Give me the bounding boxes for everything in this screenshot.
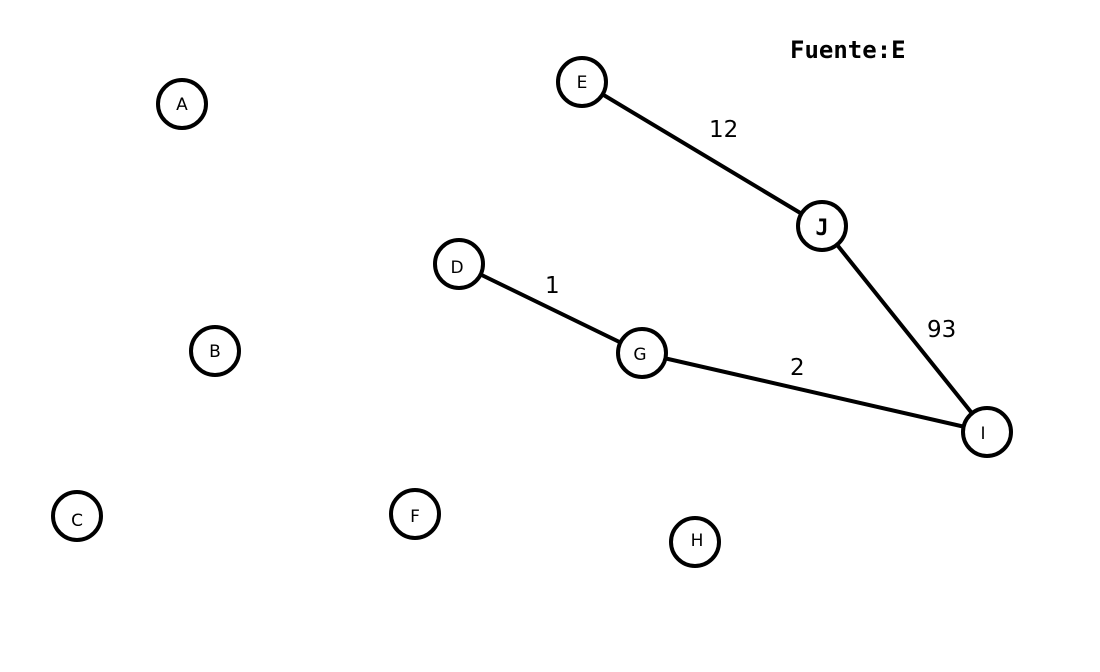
node-label-B: B [209, 342, 221, 362]
edge-E-J: 12 [580, 80, 824, 228]
node-A: A [156, 78, 208, 130]
node-label-C: C [71, 511, 83, 531]
node-label-G: G [633, 345, 646, 365]
node-label-E: E [577, 73, 588, 93]
node-J: J [796, 200, 848, 252]
edge-D-G: 1 [457, 262, 644, 355]
node-E: E [556, 56, 608, 108]
node-F: F [389, 488, 441, 540]
edges: 12 93 1 2 [457, 80, 989, 434]
node-B: B [189, 325, 241, 377]
node-C: C [51, 490, 103, 542]
node-D: D [433, 238, 485, 290]
node-label-H: H [691, 531, 704, 551]
edge-weight-D-G: 1 [545, 273, 560, 299]
node-label-D: D [450, 258, 463, 278]
nodes: A B C D E F G H [51, 56, 1013, 568]
node-label-F: F [410, 507, 420, 527]
node-label-A: A [176, 95, 188, 115]
source-label: Fuente:E [790, 36, 906, 64]
node-I: I [961, 406, 1013, 458]
edge-weight-G-I: 2 [790, 355, 805, 381]
edge-G-I: 2 [640, 351, 989, 434]
node-label-J: J [815, 216, 828, 241]
edge-J-I: 93 [820, 224, 989, 434]
node-label-I: I [980, 424, 985, 444]
edge-weight-J-I: 93 [927, 317, 956, 343]
edge-weight-E-J: 12 [709, 117, 738, 143]
node-H: H [669, 516, 721, 568]
node-G: G [616, 327, 668, 379]
